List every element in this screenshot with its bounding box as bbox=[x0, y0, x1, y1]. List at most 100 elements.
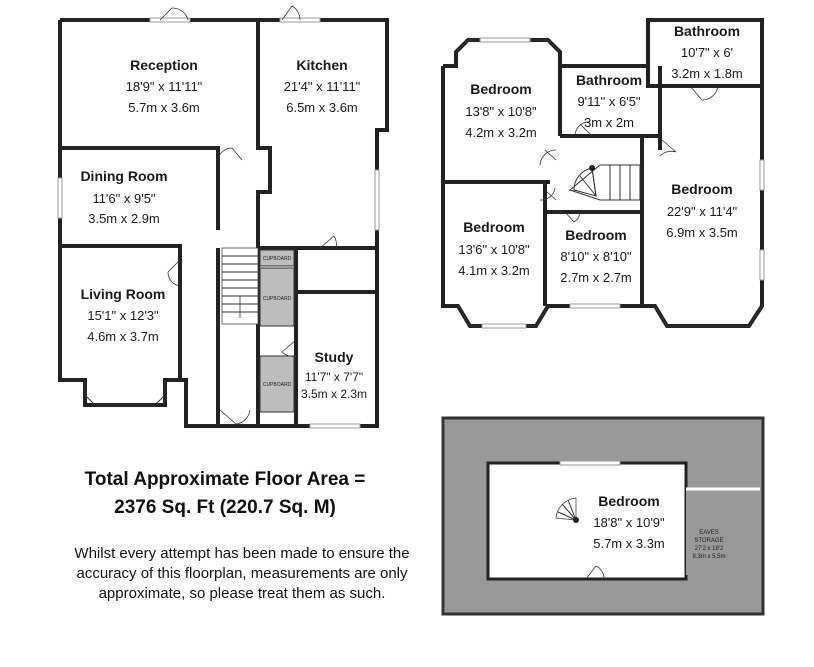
loft-stairs bbox=[555, 497, 579, 523]
cupboard-3 bbox=[259, 355, 295, 413]
room-metric: 3m x 2m bbox=[584, 115, 634, 130]
room-imperial: 10'7" x 6' bbox=[681, 45, 733, 60]
kitchen-side-window bbox=[374, 169, 380, 231]
room-imperial: 13'8" x 10'8" bbox=[465, 104, 537, 119]
room-name: Bedroom bbox=[463, 219, 524, 235]
entrance-door-swing bbox=[219, 409, 251, 425]
room-name: Bedroom bbox=[598, 493, 659, 509]
room-imperial: 21'4" x 11'11" bbox=[284, 79, 361, 94]
room-imperial: 18'9" x 11'11" bbox=[126, 79, 203, 94]
first-floor-internal-walls bbox=[443, 66, 762, 306]
ff-small-bedroom-window bbox=[569, 303, 621, 309]
room-imperial: 13'6" x 10'8" bbox=[458, 242, 530, 257]
room-imperial: 15'1" x 12'3" bbox=[87, 308, 159, 323]
total-area-line-1: Total Approximate Floor Area = bbox=[84, 469, 366, 490]
room-ff-bathroom-1: Bathroom 10'7" x 6' 3.2m x 1.8m bbox=[671, 23, 743, 81]
room-metric: 5.7m x 3.3m bbox=[593, 536, 665, 551]
living-door-swing bbox=[167, 259, 181, 287]
ff-bathroom2-door-swing bbox=[574, 121, 593, 137]
bedroom-bay-bottom-left bbox=[457, 305, 549, 327]
room-name: Study bbox=[315, 349, 354, 365]
eaves-imperial: 27'2 x 18'2 bbox=[695, 546, 724, 552]
dining-door-swing bbox=[217, 147, 243, 161]
room-metric: 3.2m x 1.8m bbox=[671, 66, 743, 81]
room-name: Dining Room bbox=[80, 168, 167, 184]
room-name: Bathroom bbox=[674, 23, 740, 39]
disclaimer-text: Whilst every attempt has been made to en… bbox=[74, 545, 410, 602]
ff-bedroom-bottom-window bbox=[481, 323, 527, 329]
ff-bedroom-right-window-2 bbox=[759, 249, 765, 281]
ff-big-bedroom-door-swing bbox=[659, 139, 677, 157]
room-metric: 3.5m x 2.3m bbox=[301, 387, 367, 401]
reception-window bbox=[149, 17, 191, 23]
room-metric: 4.1m x 3.2m bbox=[458, 263, 530, 278]
eaves-subtitle: STORAGE bbox=[694, 538, 723, 544]
room-name: Reception bbox=[130, 57, 198, 73]
room-metric: 6.9m x 3.5m bbox=[666, 225, 738, 240]
ground-floor: CUPBOARD CUPBOARD CUPBOARD Reception 18'… bbox=[57, 5, 389, 429]
total-floor-area: Total Approximate Floor Area = 2376 Sq. … bbox=[40, 466, 410, 522]
study-door-swing bbox=[281, 339, 297, 357]
room-ff-bedroom-3: Bedroom 13'6" x 10'8" 4.1m x 3.2m bbox=[458, 219, 530, 278]
room-imperial: 11'6" x 9'5" bbox=[92, 191, 155, 206]
room-imperial: 22'9" x 11'4" bbox=[667, 204, 738, 219]
ff-bathroom-door-swing bbox=[689, 85, 719, 101]
room-loft-bedroom: Bedroom 18'8" x 10'9" 5.7m x 3.3m bbox=[593, 493, 665, 551]
room-name: Living Room bbox=[81, 286, 166, 302]
eaves-storage-label: EAVES STORAGE 27'2 x 18'2 8.3m x 5.5m bbox=[692, 530, 725, 560]
room-metric: 2.7m x 2.7m bbox=[560, 270, 632, 285]
total-area-line-2: 2376 Sq. Ft (220.7 Sq. M) bbox=[114, 497, 336, 518]
dining-window bbox=[57, 177, 63, 219]
room-metric: 3.5m x 2.9m bbox=[88, 211, 160, 226]
eaves-metric: 8.3m x 5.5m bbox=[692, 554, 725, 560]
room-name: Bedroom bbox=[565, 227, 626, 243]
living-room-bay bbox=[84, 380, 166, 406]
room-ff-bedroom-4: Bedroom 8'10" x 8'10" 2.7m x 2.7m bbox=[560, 227, 632, 285]
room-metric: 6.5m x 3.6m bbox=[286, 100, 358, 115]
eaves-storage-box bbox=[686, 489, 760, 575]
cupboard-label-2: CUPBOARD bbox=[263, 296, 292, 302]
kitchen-door-swing bbox=[281, 5, 301, 21]
room-imperial: 11'7" x 7'7" bbox=[305, 370, 363, 384]
cupboard-label-3: CUPBOARD bbox=[263, 382, 292, 388]
room-metric: 4.6m x 3.7m bbox=[87, 329, 159, 344]
room-study: Study 11'7" x 7'7" 3.5m x 2.3m bbox=[301, 349, 367, 401]
kitchen-inner-door-swing bbox=[319, 235, 337, 249]
room-dining: Dining Room 11'6" x 9'5" 3.5m x 2.9m bbox=[80, 168, 167, 226]
cupboard-1 bbox=[259, 249, 295, 267]
room-ff-bedroom-2: Bedroom 22'9" x 11'4" 6.9m x 3.5m bbox=[666, 181, 738, 240]
loft-bedroom-box bbox=[486, 461, 688, 581]
second-floor: Bedroom 18'8" x 10'9" 5.7m x 3.3m EAVES … bbox=[441, 416, 765, 616]
cupboard-2 bbox=[259, 267, 295, 327]
room-name: Bathroom bbox=[576, 72, 642, 88]
room-name: Bedroom bbox=[671, 181, 732, 197]
room-ff-bathroom-2: Bathroom 9'11" x 6'5" 3m x 2m bbox=[576, 72, 642, 130]
reception-front-door-swing bbox=[159, 7, 189, 21]
first-floor: Bathroom 10'7" x 6' 3.2m x 1.8m Bedroom … bbox=[441, 18, 765, 329]
room-reception: Reception 18'9" x 11'11" 5.7m x 3.6m bbox=[126, 57, 203, 115]
ground-floor-stairs bbox=[221, 247, 259, 325]
ff-small-bedroom-door-swing bbox=[564, 211, 581, 223]
room-name: Bedroom bbox=[470, 81, 531, 97]
room-imperial: 8'10" x 8'10" bbox=[560, 249, 632, 264]
room-imperial: 9'11" x 6'5" bbox=[577, 94, 640, 109]
ff-bedroom-right-window bbox=[759, 159, 765, 191]
loft-window bbox=[559, 460, 621, 466]
loft-door-swing bbox=[585, 565, 605, 580]
room-name: Kitchen bbox=[296, 57, 347, 73]
room-living: Living Room 15'1" x 12'3" 4.6m x 3.7m bbox=[81, 286, 166, 344]
room-imperial: 18'8" x 10'9" bbox=[593, 515, 665, 530]
room-metric: 4.2m x 3.2m bbox=[465, 125, 537, 140]
cupboard-label-1: CUPBOARD bbox=[263, 256, 292, 262]
ff-bedroom2-door-swing bbox=[539, 187, 557, 201]
ff-bedroom1-door-swing bbox=[539, 149, 557, 166]
room-ff-bedroom-1: Bedroom 13'8" x 10'8" 4.2m x 3.2m bbox=[465, 81, 537, 140]
room-kitchen: Kitchen 21'4" x 11'11" 6.5m x 3.6m bbox=[284, 57, 361, 115]
ground-floor-internal-walls bbox=[60, 20, 377, 426]
bedroom-bay-bottom-right bbox=[654, 305, 763, 327]
study-window bbox=[309, 423, 361, 429]
eaves-title: EAVES bbox=[699, 530, 719, 536]
ff-bedroom-front-window bbox=[479, 37, 531, 43]
first-floor-stairs bbox=[568, 164, 641, 201]
